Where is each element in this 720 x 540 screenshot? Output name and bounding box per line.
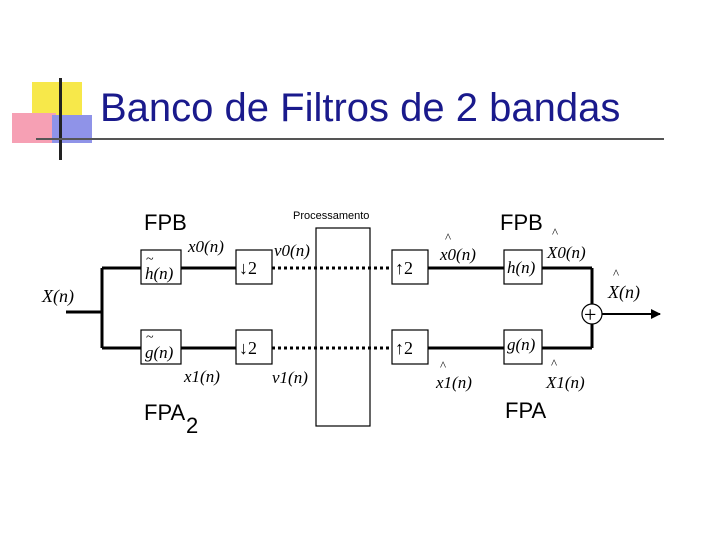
- input-label: X(n): [41, 286, 74, 307]
- output-hat-mark: ^: [613, 266, 619, 281]
- x1-label: x1(n): [183, 367, 220, 386]
- v1-label: v1(n): [272, 368, 308, 387]
- h-tilde-label: h(n): [145, 264, 174, 283]
- X0-hat-mark: ^: [552, 225, 558, 240]
- downsampler-top-label: ↓2: [239, 258, 257, 278]
- output-label: X(n): [607, 282, 640, 303]
- upsampler-top-label: ↑2: [395, 258, 413, 278]
- fpb-left-label: FPB: [144, 210, 187, 235]
- title-rule: [36, 138, 664, 140]
- sum-symbol: +: [584, 302, 596, 327]
- fpa-left-label: FPA: [144, 400, 185, 425]
- x0-hat-mark: ^: [445, 230, 451, 245]
- g-filter-box: [503, 329, 543, 365]
- upsampler-bottom-label: ↑2: [395, 338, 413, 358]
- g-filter-label: g(n): [507, 335, 536, 354]
- slide-title: Banco de Filtros de 2 bandas: [100, 86, 621, 130]
- g-tilde-label: g(n): [145, 343, 174, 362]
- fpa-right-label: FPA: [505, 398, 546, 423]
- X1-hat-mark: ^: [551, 356, 557, 371]
- g-tilde-mark: ~: [146, 330, 154, 345]
- x1-hat-label: x1(n): [435, 373, 472, 392]
- processing-box: [315, 227, 371, 427]
- fpb-right-label: FPB: [500, 210, 543, 235]
- v0-label: v0(n): [274, 241, 310, 260]
- x0-hat-label: x0(n): [439, 245, 476, 264]
- h-tilde-mark: ~: [146, 252, 154, 267]
- upsampler-top-box: [391, 249, 429, 285]
- x0-label: x0(n): [187, 237, 224, 256]
- h-filter-label: h(n): [507, 258, 536, 277]
- fpa-left-suffix: 2: [186, 413, 198, 438]
- processing-label: Processamento: [293, 210, 369, 222]
- downsampler-bottom-box: [235, 329, 273, 365]
- downsampler-top-box: [235, 249, 273, 285]
- downsampler-bottom-label: ↓2: [239, 338, 257, 358]
- X1-hat-label: X1(n): [545, 373, 585, 392]
- X0-hat-label: X0(n): [546, 243, 586, 262]
- deco-vertical-bar: [59, 78, 62, 160]
- x1-hat-mark: ^: [440, 358, 446, 373]
